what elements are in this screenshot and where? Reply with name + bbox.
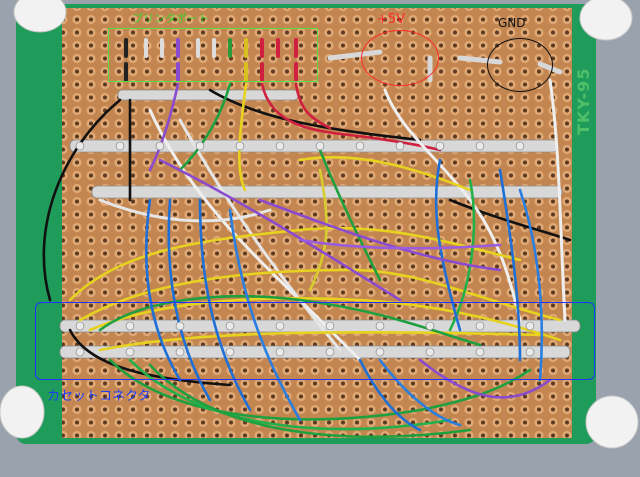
- plus5v-highlight: [361, 30, 439, 86]
- cassette-connector-label: カセットコネクタ: [47, 389, 151, 404]
- standoff-bottom-left: [0, 385, 45, 439]
- printer-port-highlight: [108, 28, 318, 82]
- cassette-connector-highlight: [35, 302, 595, 380]
- gnd-highlight: [487, 38, 553, 92]
- gnd-label: GND: [498, 16, 526, 30]
- standoff-bottom-right: [585, 395, 639, 449]
- board-marking: TKY-95: [574, 67, 593, 135]
- plus5v-label: +5V: [377, 12, 406, 27]
- standoff-top-right: [579, 0, 633, 41]
- printer-port-label: プリンタポート: [132, 12, 209, 25]
- standoff-top-left: [13, 0, 67, 33]
